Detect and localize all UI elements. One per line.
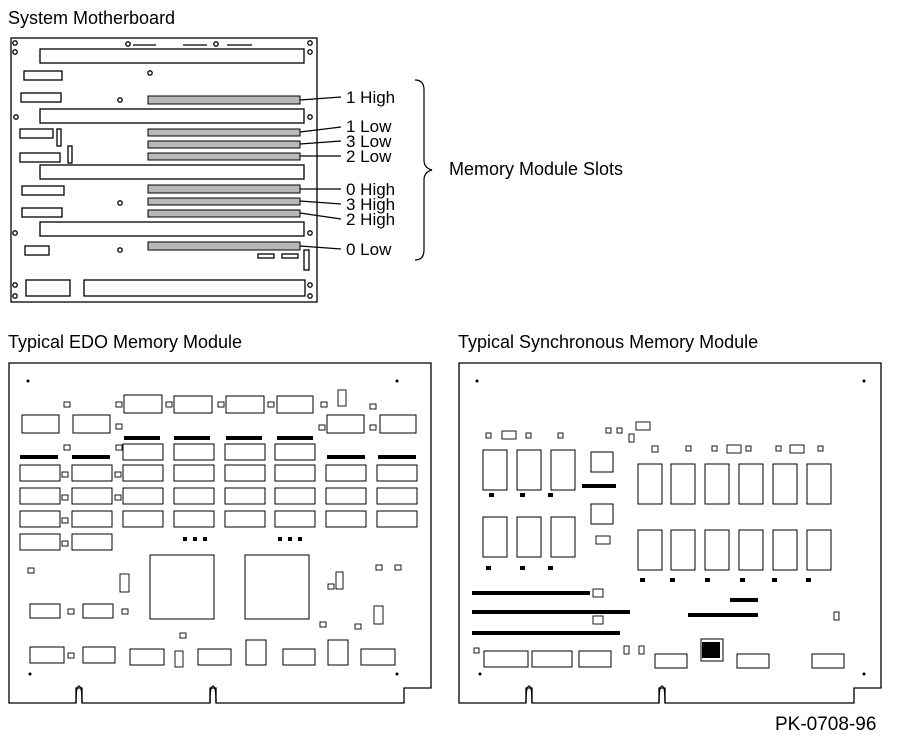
memory-slot-0-low <box>147 241 301 251</box>
memory-slot-2-low <box>147 152 301 161</box>
slot-label-0-low: 0 Low <box>346 240 392 259</box>
memory-slot-1-low <box>147 128 301 137</box>
sync-module-title: Typical Synchronous Memory Module <box>458 332 759 352</box>
slot-label-0-high: 0 High <box>346 180 396 199</box>
slots-brace <box>414 79 433 261</box>
figure-id: PK-0708-96 <box>775 714 877 735</box>
memory-slot-3-low <box>147 140 301 149</box>
memory-slot-1-high <box>147 95 301 105</box>
slot-label-1-low: 1 Low <box>346 117 392 136</box>
memory-slot-0-high <box>147 184 301 194</box>
edo-module-outline <box>8 362 432 704</box>
memory-slot-2-high <box>147 209 301 218</box>
slot-label-3-low: 3 Low <box>346 132 392 151</box>
sync-module-outline <box>458 362 882 704</box>
motherboard-outline <box>10 37 318 303</box>
memory-module-slots-label: Memory Module Slots <box>449 159 624 179</box>
slot-label-2-low: 2 Low <box>346 147 392 166</box>
motherboard-title: System Motherboard <box>8 8 176 28</box>
memory-slot-3-high <box>147 197 301 206</box>
slot-label-1-high: 1 High <box>346 88 396 107</box>
slot-label-3-high: 3 High <box>346 195 396 214</box>
edo-module-title: Typical EDO Memory Module <box>8 332 243 352</box>
slot-label-2-high: 2 High <box>346 210 396 229</box>
